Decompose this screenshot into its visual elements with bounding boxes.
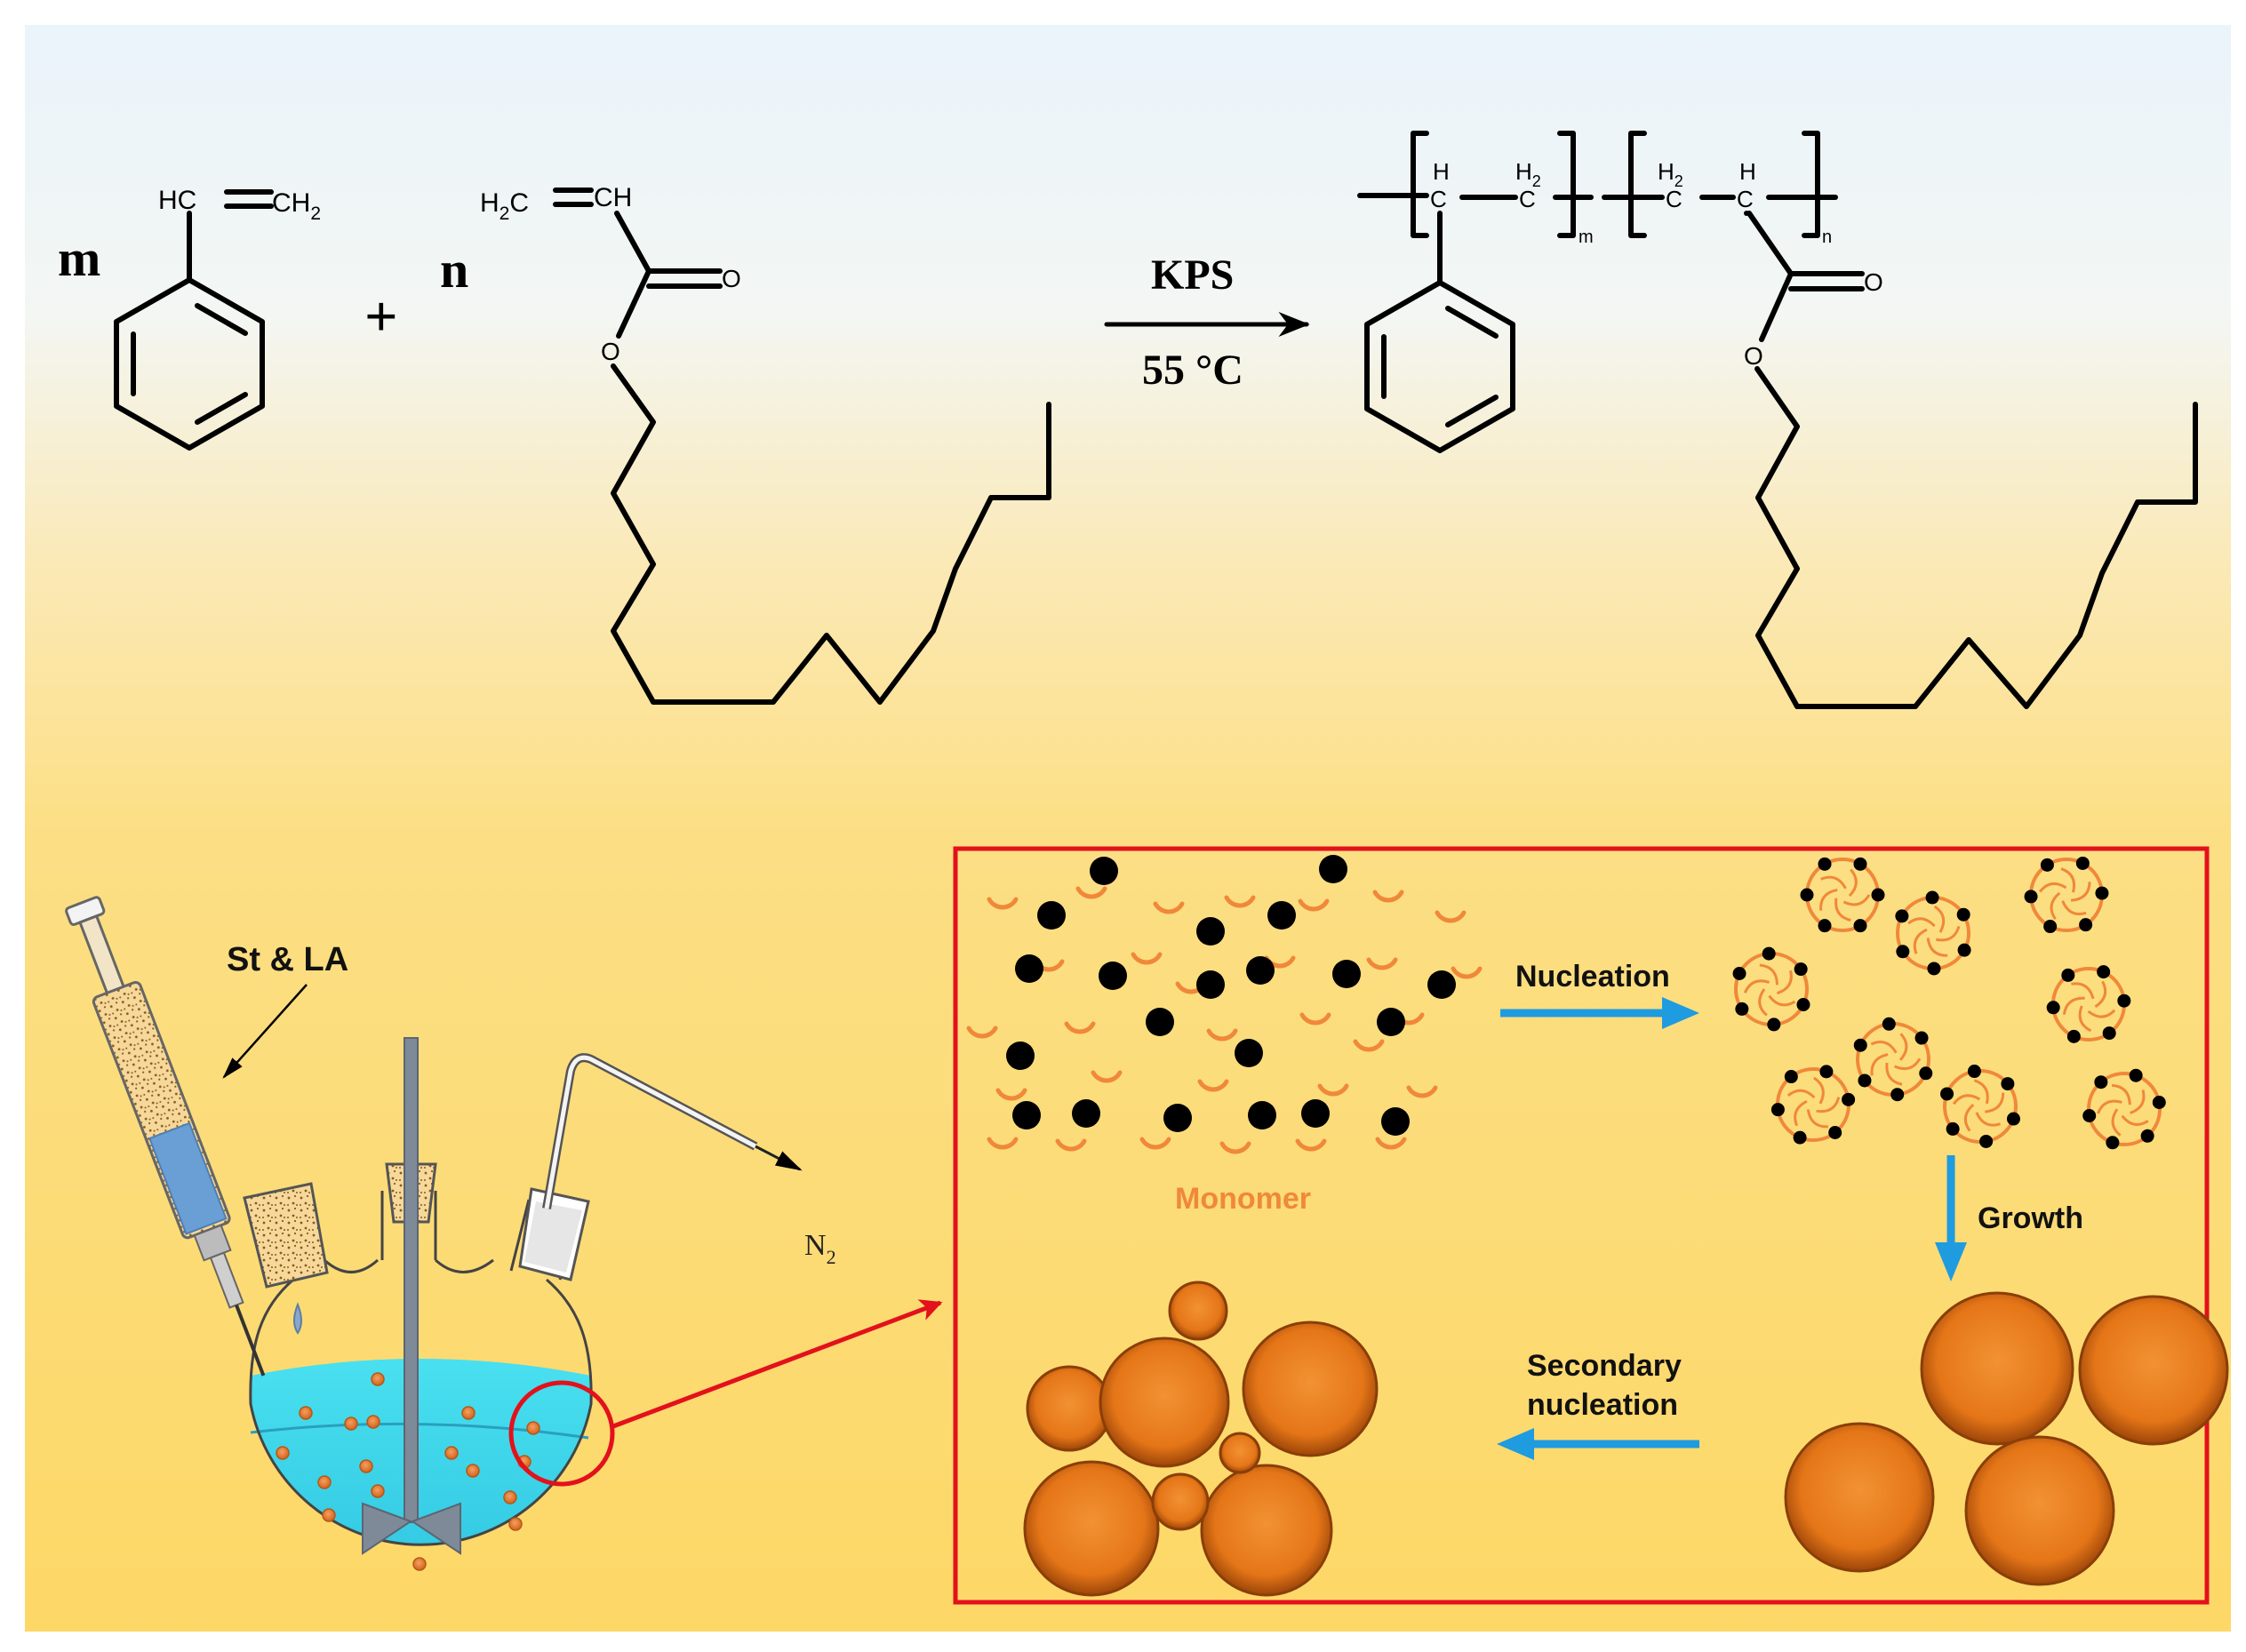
micelle [1800, 857, 1885, 933]
left-neck-stopper [243, 1182, 329, 1289]
product-h3: H2 [1658, 158, 1683, 190]
product-c1: C [1430, 186, 1447, 212]
coefficient-m: m [58, 229, 100, 287]
product-h4: H [1739, 158, 1756, 185]
reaction-scheme [114, 131, 2198, 709]
product-atom-labels: H C H2 C m H2 C H C n O O [1430, 158, 1883, 370]
micelle [1770, 1065, 1856, 1145]
growth-arrowhead [1935, 1242, 1967, 1281]
product-ester-o: O [1744, 342, 1763, 370]
product-sub-n: n [1822, 227, 1832, 247]
product-sub-m: m [1579, 227, 1594, 247]
micelle [1732, 946, 1810, 1032]
coefficient-n: n [440, 241, 468, 299]
magnifier-circle [508, 1380, 615, 1487]
product-c2: C [1519, 186, 1536, 212]
catalyst-label: KPS [1151, 251, 1234, 299]
nucleation-label: Nucleation [1515, 960, 1670, 994]
temperature-label: 55 °C [1142, 347, 1243, 394]
stirrer-rod [404, 1037, 419, 1523]
styrene-molecule [114, 189, 274, 451]
micelles [1732, 856, 2166, 1150]
styrene-hc: HC [158, 186, 196, 215]
styrene-ch2: CH2 [272, 188, 321, 224]
acrylate-h2c: H2C [480, 188, 529, 224]
secondary-label-line1: Secondary [1527, 1349, 1682, 1383]
emulsion-droplets [276, 1372, 540, 1571]
lauryl-acrylate-molecule [553, 188, 1051, 705]
growth-label: Growth [1978, 1201, 2083, 1235]
micelle [2024, 856, 2109, 934]
mechanism-frame [953, 846, 2210, 1605]
acrylate-ester-o: O [601, 338, 620, 365]
syringe-label: St & LA [227, 941, 348, 978]
product-h1: H [1433, 158, 1450, 185]
micelle [1940, 1065, 2020, 1148]
secondary-nucleation-arrowhead [1497, 1428, 1534, 1460]
micelle [1895, 890, 1971, 976]
product-c4: C [1737, 186, 1754, 212]
product-carbonyl-o: O [1864, 268, 1883, 296]
acrylate-ch: CH [594, 183, 632, 212]
micelle [2082, 1068, 2166, 1150]
syringe-pointer [222, 984, 308, 1079]
secondary-label-line2: nucleation [1527, 1388, 1678, 1422]
product-polymer [1357, 131, 2198, 709]
reaction-labels: m n + HC CH2 H2C CH O O KPS 55 °C H C H2… [58, 158, 1883, 394]
grown-particles [1784, 1291, 2229, 1586]
product-h2: H2 [1515, 158, 1541, 190]
secondary-particles [1023, 1281, 1379, 1597]
plus-sign: + [364, 284, 398, 349]
reactor-apparatus: St & LA N2 [65, 896, 943, 1571]
monomer-droplet [293, 1302, 302, 1335]
stirrer-blade [362, 1502, 413, 1555]
syringe [65, 896, 266, 1377]
gas-label: N2 [804, 1229, 836, 1268]
nucleation-arrowhead [1662, 997, 1699, 1029]
zoom-arrow [612, 1299, 943, 1429]
monomer-label: Monomer [1175, 1182, 1311, 1216]
product-c3: C [1666, 186, 1683, 212]
acrylate-carbonyl-o: O [722, 265, 741, 292]
initiator-dots [1006, 855, 1456, 1136]
micelle [1853, 1017, 1933, 1102]
micelle [2046, 965, 2131, 1043]
monomer-cluster: Monomer [969, 855, 1480, 1216]
